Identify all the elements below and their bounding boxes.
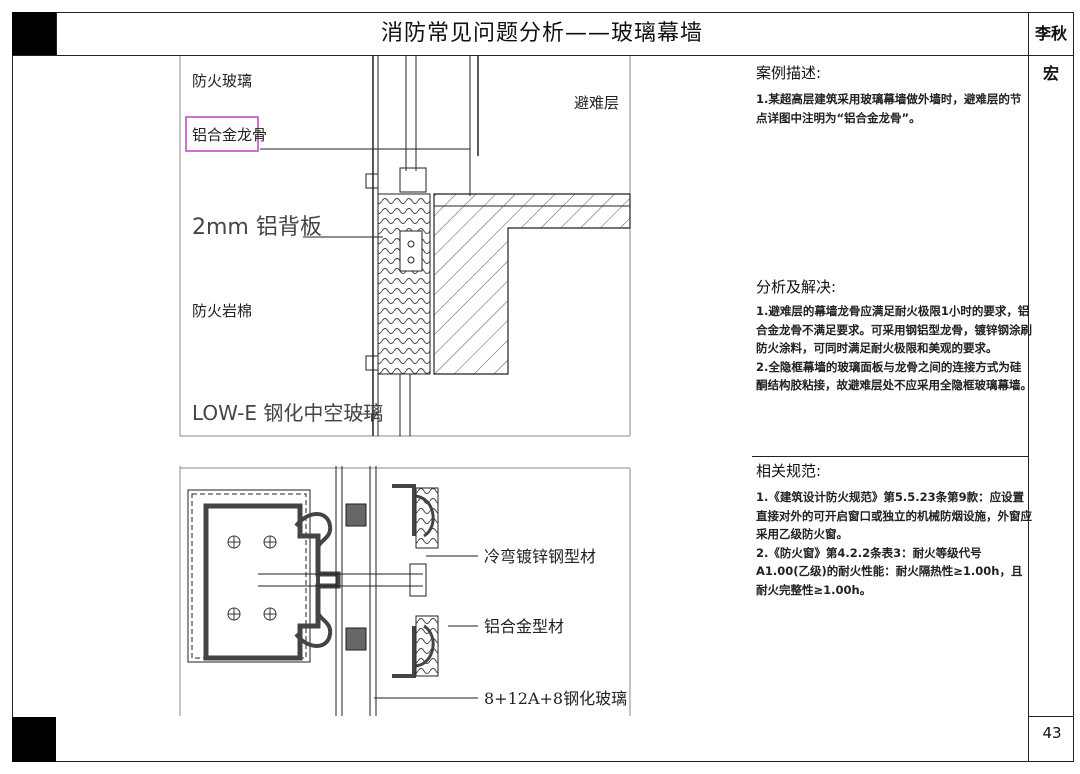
case-paragraph: 1.某超高层建筑采用玻璃幕墙做外墙时，避难层的节点详图中注明为“铝合金龙骨”。 [756,92,1022,125]
label-rock-wool: 防火岩棉 [192,302,252,320]
highlight-box [185,116,259,152]
page-title: 消防常见问题分析——玻璃幕墙 [380,21,703,46]
analysis-text: 1.避难层的幕墙龙骨应满足耐火极限1小时的要求，铝合金龙骨不满足要求。可采用钢铝… [756,302,1032,395]
case-text: 1.某超高层建筑采用玻璃幕墙做外墙时，避难层的节点详图中注明为“铝合金龙骨”。 [756,90,1032,127]
mullion-plan-drawing: 冷弯镀锌钢型材 铝合金型材 8+12A+8钢化玻璃 [179,466,631,716]
author-name: 李秋宏 [1034,24,1067,83]
analysis-paragraph-1: 1.避难层的幕墙龙骨应满足耐火极限1小时的要求，铝合金龙骨不满足要求。可采用钢铝… [756,304,1032,355]
analysis-paragraph-2: 2.全隐框幕墙的玻璃面板与龙骨之间的连接方式为硅酮结构胶粘接，故避难层处不应采用… [756,359,1032,393]
right-column-divider [1028,12,1029,762]
codes-text: 1.《建筑设计防火规范》第5.5.23条第9款：应设置直接对外的可开启窗口或独立… [756,488,1032,599]
corner-block-bottom-left [12,717,56,762]
page-frame [12,12,1074,762]
label-steel-profile: 冷弯镀锌钢型材 [484,547,596,566]
label-aluminum-profile: 铝合金型材 [484,617,564,636]
codes-paragraph-1: 1.《建筑设计防火规范》第5.5.23条第9款：应设置直接对外的可开启窗口或独立… [756,490,1032,541]
label-aluminum-panel: 2mm 铝背板 [192,215,322,240]
label-refuge-floor: 避难层 [574,94,619,112]
label-glass-spec: 8+12A+8钢化玻璃 [484,689,627,708]
refuge-floor-section-drawing: 防火玻璃 铝合金龙骨 避难层 2mm 铝背板 防火岩棉 LOW-E 钢化中空玻璃 [179,56,631,437]
codes-divider [752,456,1028,457]
corner-block-top-left [12,12,56,55]
header-left-divider [56,12,57,56]
codes-heading: 相关规范: [756,462,822,480]
analysis-heading: 分析及解决: [756,278,837,296]
header-divider [12,55,1074,56]
label-low-e-glass: LOW-E 钢化中空玻璃 [192,401,383,425]
page-number: 43 [1042,724,1062,742]
page-number-divider [1028,716,1074,717]
label-aluminum-keel: 铝合金龙骨 [192,126,267,144]
case-heading: 案例描述: [756,64,822,82]
label-fire-glass: 防火玻璃 [192,72,252,90]
codes-paragraph-2: 2.《防火窗》第4.2.2条表3：耐火等级代号A1.00(乙级)的耐火性能：耐火… [756,545,1023,597]
